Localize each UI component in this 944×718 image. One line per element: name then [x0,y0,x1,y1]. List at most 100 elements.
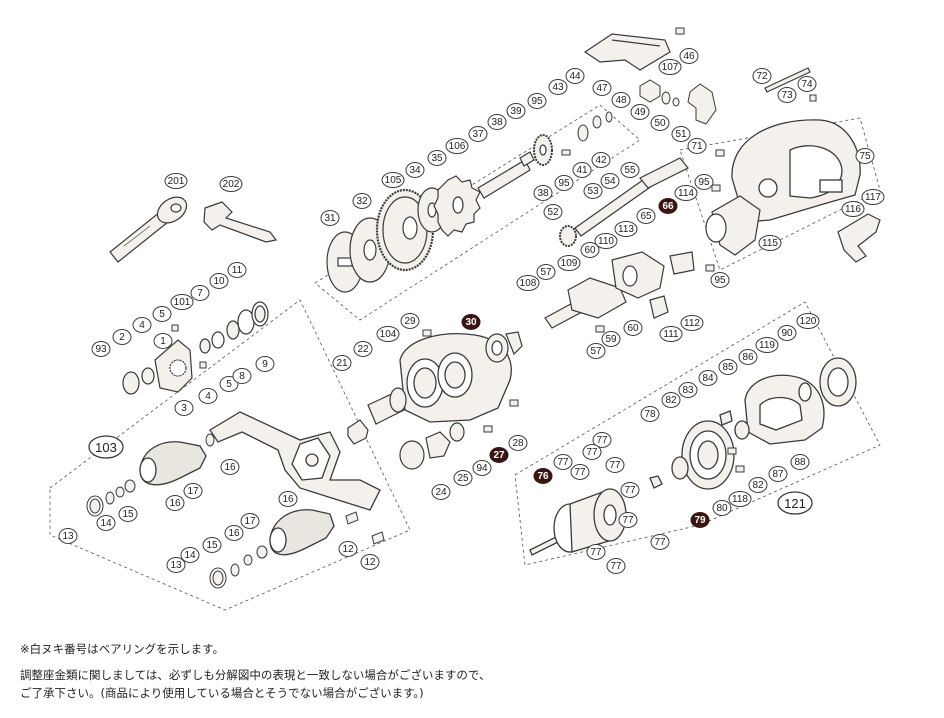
callout-88: 88 [790,454,810,470]
callout-202: 202 [219,176,243,192]
callout-label: 5 [159,309,165,320]
callout-label: 77 [622,515,634,526]
callout-77-4: 77 [605,457,625,473]
callout-72: 72 [752,68,772,84]
callout-12-1: 12 [360,554,380,570]
callout-label: 51 [675,129,687,140]
callout-label: 16 [169,498,181,509]
callout-label: 104 [380,329,397,340]
callout-8: 8 [232,368,252,384]
callout-28: 28 [508,435,528,451]
callout-label: 108 [520,278,537,289]
callout-label: 42 [595,155,607,166]
gear-39 [533,134,553,166]
worm-shaft-54 [559,157,689,247]
callout-95-3: 95 [710,272,730,288]
side-bracket-114 [705,195,761,256]
callout-label: 46 [683,51,695,62]
callout-label: 4 [205,391,211,402]
callout-label: 57 [540,267,552,278]
callout-39: 39 [506,103,526,119]
callout-label: 120 [800,316,817,327]
side-plate-group-outline [514,301,881,566]
callout-label: 52 [547,207,559,218]
callout-label: 79 [694,515,706,526]
callout-label: 37 [472,129,484,140]
callout-14-1: 14 [180,547,200,563]
callout-93: 93 [91,341,111,357]
callout-label: 44 [569,71,581,82]
callout-71: 71 [687,138,707,154]
callout-52: 52 [543,204,563,220]
callout-86: 86 [738,349,758,365]
callout-label: 95 [698,177,710,188]
callout-label: 202 [223,179,240,190]
callout-label: 201 [168,176,185,187]
wrench-201 [109,196,188,263]
callout-4: 4 [132,317,152,333]
callout-label: 15 [206,540,218,551]
callout-95: 95 [527,93,547,109]
callout-109: 109 [557,255,581,271]
callout-95-2: 95 [694,174,714,190]
callout-label: 5 [226,379,232,390]
callout-16: 16 [165,495,185,511]
callout-54: 54 [600,173,620,189]
callout-label: 15 [122,509,134,520]
callout-label: 101 [174,297,191,308]
callout-94: 94 [472,460,492,476]
callout-82-1: 82 [748,477,768,493]
callout-4-1: 4 [198,388,218,404]
thumb-bar-116 [837,213,881,263]
callout-87: 87 [768,466,788,482]
callout-82: 82 [661,392,681,408]
callout-104: 104 [376,326,400,342]
callout-29: 29 [400,313,420,329]
callout-5: 5 [152,306,172,322]
callout-label: 59 [605,334,617,345]
callout-label: 29 [404,316,416,327]
callout-label: 11 [232,265,243,276]
callout-label: 17 [187,486,199,497]
callout-label: 24 [435,487,447,498]
callout-116: 116 [841,201,865,217]
callout-2: 2 [112,329,132,345]
callout-label: 39 [510,106,522,117]
callout-label: 77 [574,467,586,478]
callout-10: 10 [209,273,229,289]
callout-30: 30 [461,314,481,330]
callout-41: 41 [572,162,592,178]
callout-label: 110 [598,236,614,247]
callout-32: 32 [352,193,372,209]
callout-119: 119 [755,337,779,353]
callout-47: 47 [592,80,612,96]
callout-73: 73 [777,87,797,103]
callout-label: 77 [654,537,666,548]
callout-38-1: 38 [533,185,553,201]
side-frame-104 [399,333,512,423]
callout-17: 17 [183,483,203,499]
gear-group-outline [314,104,641,321]
shaft-sleeve-22 [367,387,407,425]
handle-small-parts [86,433,385,589]
callout-label: 95 [531,96,543,107]
disclaimer-line-1: 調整座金類に関しましては、必ずしも分解図中の表現と一致しない場合がございますので… [20,668,491,682]
callout-label: 2 [119,332,125,343]
callout-label: 3 [181,403,187,414]
callout-83: 83 [678,382,698,398]
callout-21: 21 [332,355,352,371]
callout-22: 22 [353,341,373,357]
callout-label: 111 [663,329,679,340]
callout-label: 87 [772,469,784,480]
pinion-yoke-assembly [544,251,695,329]
callout-label: 113 [618,224,634,235]
callout-label: 8 [239,371,245,382]
callout-label: 114 [678,188,694,199]
callout-113: 113 [614,221,638,237]
callout-9: 9 [255,356,275,372]
clutch-plate-35 [433,175,481,237]
callout-76: 76 [533,468,553,484]
callout-label: 94 [476,463,488,474]
callout-label: 95 [714,275,726,286]
callout-114: 114 [674,185,698,201]
